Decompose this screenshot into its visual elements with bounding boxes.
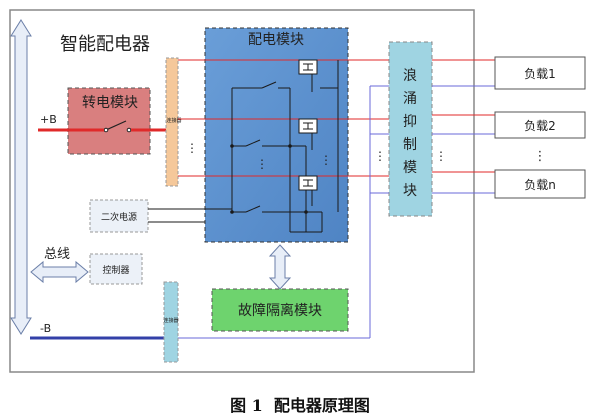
svg-text:模: 模	[403, 160, 417, 176]
distributor-schematic-diagram: 智能配电器 转电模块 +B 连接器 ⋮ 配电模块	[9, 9, 586, 373]
svg-text:连接器: 连接器	[166, 117, 181, 124]
figure-number: 图 1	[230, 396, 263, 415]
secondary-power-box	[89, 199, 149, 233]
transfer-module	[67, 87, 151, 155]
surge-suppression-module	[388, 41, 433, 217]
secondary-power-label: 二次电源	[101, 211, 137, 223]
positive-supply-label: +B	[40, 113, 57, 126]
power-distribution-module	[204, 27, 349, 243]
svg-text:涌: 涌	[403, 91, 417, 107]
figure-title: 配电器原理图	[273, 396, 370, 415]
svg-text:连接器: 连接器	[163, 317, 178, 324]
svg-text:抑: 抑	[403, 114, 417, 130]
mosfet-switch-2	[298, 118, 318, 134]
distributor-title: 智能配电器	[60, 34, 150, 55]
svg-text:浪: 浪	[403, 68, 417, 84]
load-1-label: 负载1	[524, 67, 556, 81]
transfer-module-label: 转电模块	[82, 95, 138, 111]
svg-text:⋮: ⋮	[320, 153, 332, 167]
figure-caption: 图 1 配电器原理图	[0, 392, 600, 416]
svg-text:⋮: ⋮	[374, 149, 386, 163]
svg-text:⋮: ⋮	[534, 149, 547, 164]
bus-vertical-arrow	[10, 19, 32, 335]
load-n-label: 负载n	[524, 178, 556, 192]
fault-isolation-module	[211, 288, 349, 332]
load-n-box	[494, 169, 586, 199]
mosfet-switch-n	[298, 175, 318, 191]
svg-text:制: 制	[403, 137, 417, 153]
controller-label: 控制器	[102, 264, 129, 276]
bus-horizontal-arrow	[30, 260, 89, 284]
connector-upper	[165, 57, 179, 187]
svg-text:块: 块	[403, 183, 417, 199]
negative-supply-label: -B	[40, 322, 51, 335]
fault-module-label: 故障隔离模块	[238, 302, 322, 319]
svg-text:⋮: ⋮	[435, 149, 447, 163]
connector-lower	[163, 281, 179, 363]
svg-text:⋮: ⋮	[256, 157, 268, 171]
load-1-box	[494, 56, 586, 90]
bus-label: 总线	[44, 247, 70, 262]
svg-text:⋮: ⋮	[186, 141, 198, 155]
load-2-label: 负载2	[524, 119, 556, 133]
load-2-box	[494, 111, 586, 139]
power-module-label: 配电模块	[248, 32, 304, 48]
mosfet-switch-1	[298, 59, 318, 75]
controller-box	[89, 253, 143, 285]
